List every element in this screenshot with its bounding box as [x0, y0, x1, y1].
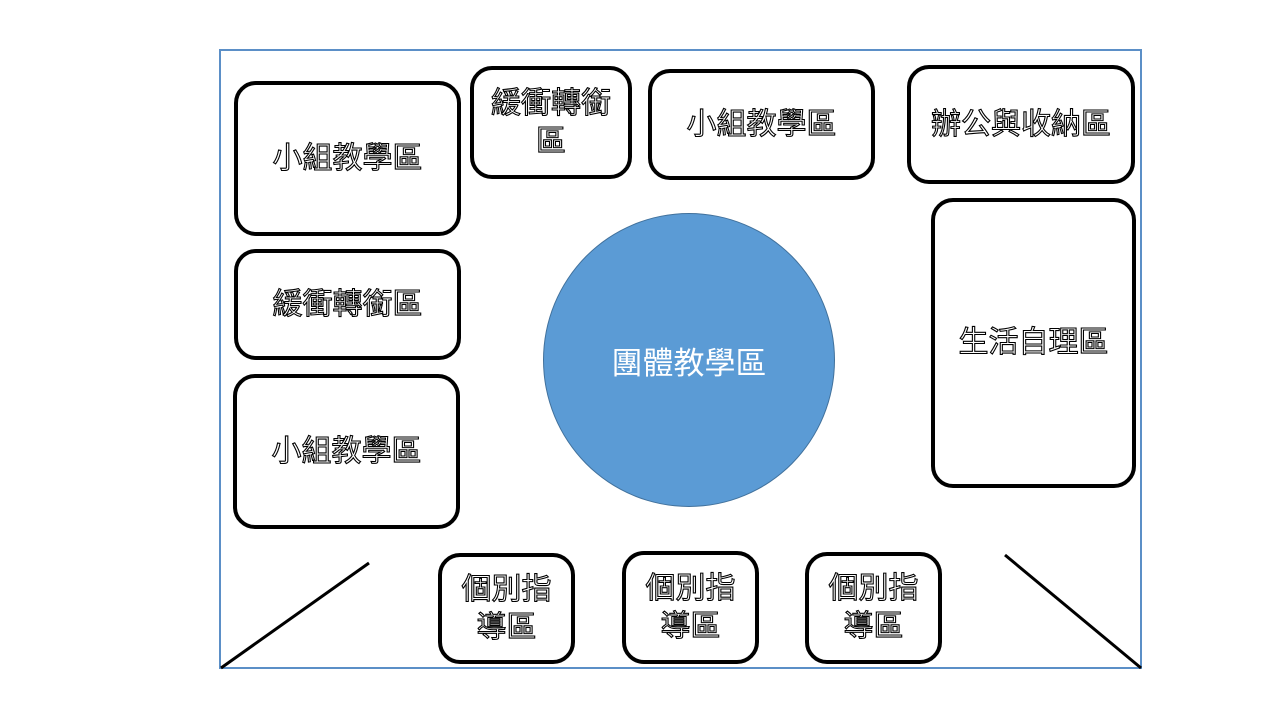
- office-storage-zone-label: 辦公與收納區: [930, 106, 1111, 142]
- self-care-zone-label: 生活自理區: [958, 324, 1109, 360]
- buffer-transition-zone-top: 緩衝轉銜 區: [470, 66, 632, 179]
- small-group-zone-label: 小組教學區: [271, 433, 422, 469]
- self-care-zone: 生活自理區: [931, 198, 1136, 488]
- small-group-zone-label: 小組教學區: [686, 106, 837, 142]
- buffer-zone-label: 緩衝轉銜區: [272, 286, 423, 322]
- buffer-zone-label-line1: 緩衝轉銜: [490, 85, 611, 121]
- buffer-zone-label-line2: 區: [535, 123, 566, 159]
- individual-zone-label-line1: 個別指: [828, 570, 919, 606]
- classroom-frame: [219, 49, 1142, 669]
- individual-zone-label-line2: 導區: [476, 609, 537, 645]
- individual-guidance-zone-1: 個別指 導區: [438, 553, 575, 664]
- small-group-zone-top-left: 小組教學區: [234, 81, 461, 236]
- individual-guidance-zone-2: 個別指 導區: [622, 551, 759, 664]
- group-teaching-zone: 團體教學區: [543, 213, 835, 507]
- buffer-transition-zone-left: 緩衝轉銜區: [234, 249, 461, 360]
- individual-zone-label-line2: 導區: [843, 608, 904, 644]
- individual-zone-label-line1: 個別指: [461, 571, 552, 607]
- individual-zone-label-line1: 個別指: [645, 570, 736, 606]
- small-group-zone-bottom-left: 小組教學區: [233, 374, 460, 529]
- office-storage-zone: 辦公與收納區: [907, 65, 1135, 184]
- individual-guidance-zone-3: 個別指 導區: [805, 552, 942, 664]
- individual-zone-label-line2: 導區: [660, 608, 721, 644]
- small-group-zone-label: 小組教學區: [272, 140, 423, 176]
- small-group-zone-top-center: 小組教學區: [648, 69, 875, 180]
- group-teaching-zone-label: 團體教學區: [611, 345, 767, 382]
